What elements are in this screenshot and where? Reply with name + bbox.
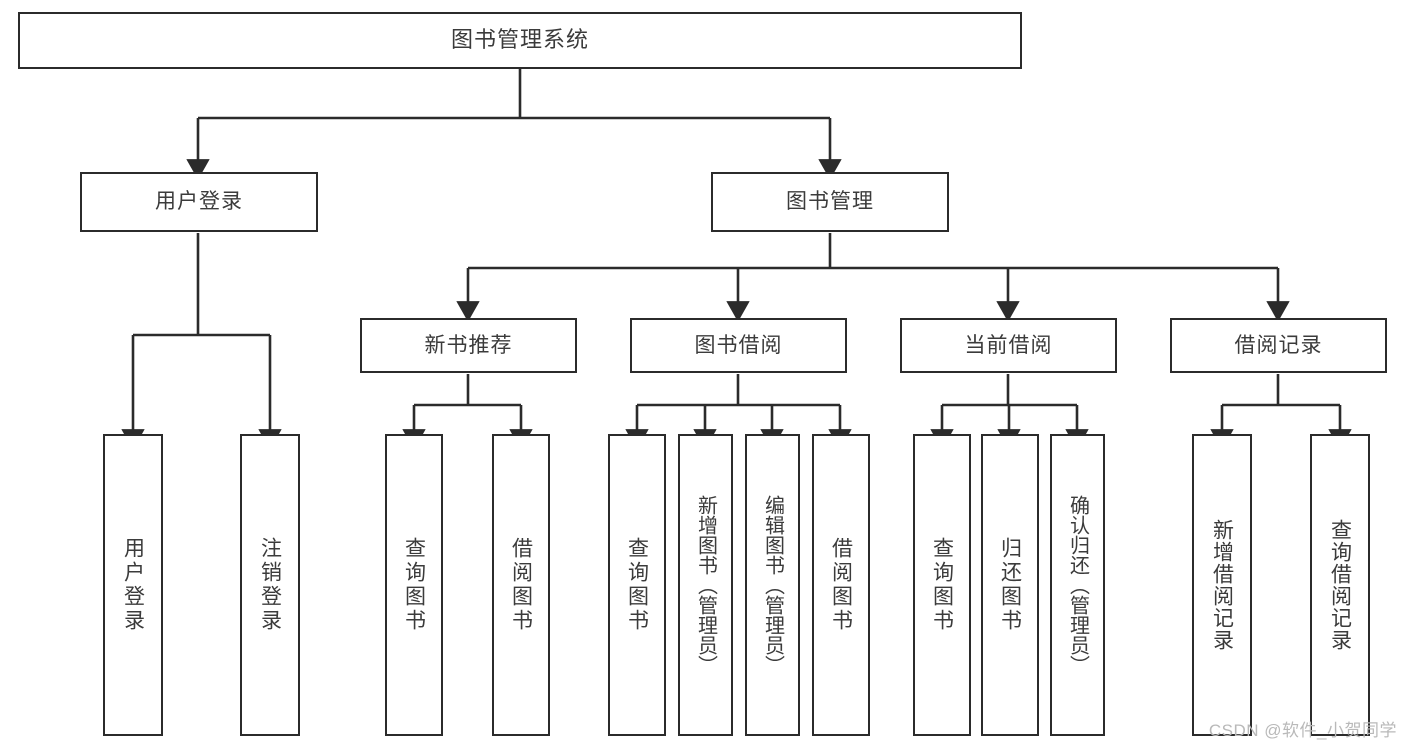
leaf-borrow-book-borrow[interactable]: 借阅图书 (812, 434, 870, 736)
leaf-query-borrow-record[interactable]: 查询借阅记录 (1310, 434, 1370, 736)
node-borrow-record[interactable]: 借阅记录 (1170, 318, 1387, 373)
leaf-borrow-book-newbook[interactable]: 借阅图书 (492, 434, 550, 736)
leaf-logout[interactable]: 注销登录 (240, 434, 300, 736)
node-root-book-management-system[interactable]: 图书管理系统 (18, 12, 1022, 69)
node-new-book-recommend[interactable]: 新书推荐 (360, 318, 577, 373)
leaf-edit-book-admin[interactable]: 编辑图书（管理员） (745, 434, 800, 736)
node-book-borrow[interactable]: 图书借阅 (630, 318, 847, 373)
node-book-management[interactable]: 图书管理 (711, 172, 949, 232)
leaf-user-login[interactable]: 用户登录 (103, 434, 163, 736)
leaf-query-book-newbook[interactable]: 查询图书 (385, 434, 443, 736)
node-current-borrow[interactable]: 当前借阅 (900, 318, 1117, 373)
leaf-add-book-admin[interactable]: 新增图书（管理员） (678, 434, 733, 736)
leaf-add-borrow-record[interactable]: 新增借阅记录 (1192, 434, 1252, 736)
leaf-query-book-current[interactable]: 查询图书 (913, 434, 971, 736)
node-user-login[interactable]: 用户登录 (80, 172, 318, 232)
leaf-return-book[interactable]: 归还图书 (981, 434, 1039, 736)
leaf-confirm-return-admin[interactable]: 确认归还（管理员） (1050, 434, 1105, 736)
leaf-query-book-borrow[interactable]: 查询图书 (608, 434, 666, 736)
csdn-watermark: CSDN @软件_小贺同学 (1208, 721, 1397, 740)
